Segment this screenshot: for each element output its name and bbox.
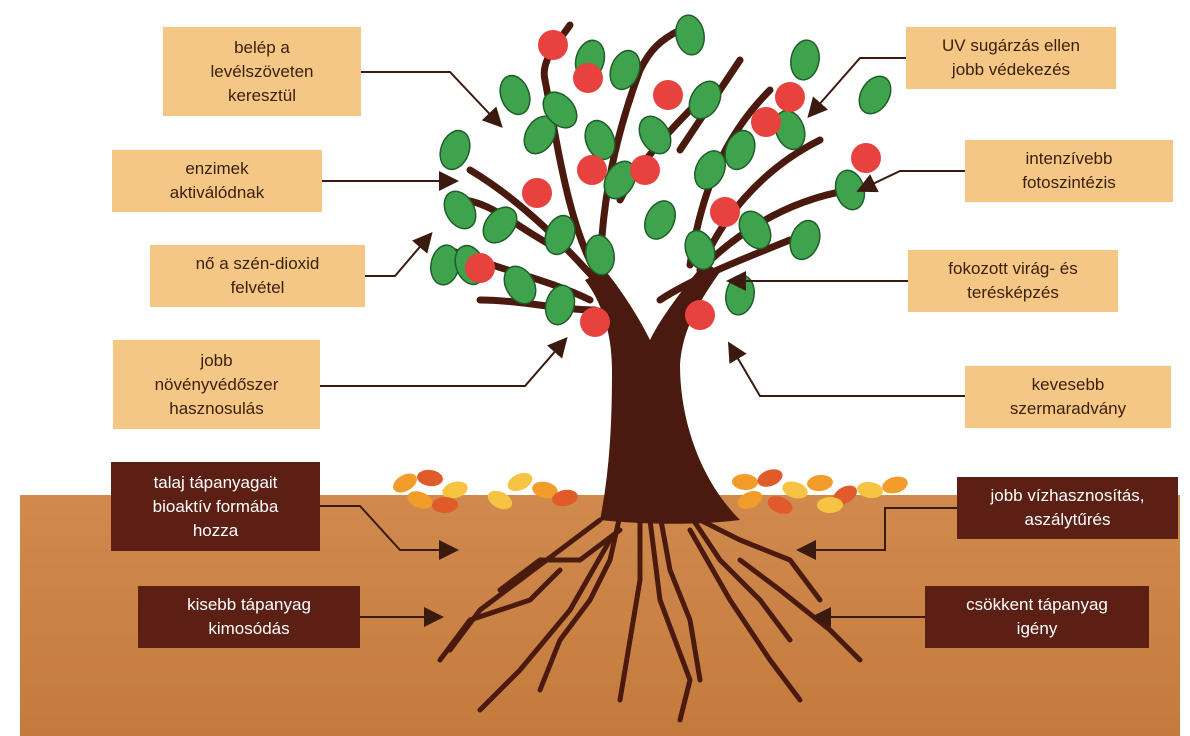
apple <box>685 300 715 330</box>
arrows <box>320 57 965 627</box>
leaf <box>638 115 672 155</box>
arrow <box>856 170 965 193</box>
apple <box>577 155 607 185</box>
leaf <box>584 119 616 161</box>
arrow <box>807 57 906 119</box>
apple <box>653 80 683 110</box>
trunk <box>585 262 740 524</box>
leaf <box>790 39 820 81</box>
arrow <box>365 231 433 277</box>
leaf <box>544 214 576 256</box>
leaf <box>738 210 772 250</box>
label-pesticide: jobb növényvédőszer hasznosulás <box>113 340 320 429</box>
leaf <box>503 265 537 305</box>
fallen-leaf <box>532 481 558 499</box>
leaf <box>694 150 726 190</box>
leaf <box>609 49 641 91</box>
fallen-leaf <box>732 473 758 491</box>
root <box>687 512 793 643</box>
branch <box>656 236 794 304</box>
label-residue: kevesebb szermaradvány <box>965 366 1171 428</box>
leaf <box>858 75 892 115</box>
root <box>477 537 613 713</box>
arrow <box>320 336 568 387</box>
fallen-leaf <box>417 469 443 487</box>
label-leaf-tissue: belép a levélszöveten keresztül <box>163 27 361 116</box>
fallen-leaf <box>552 489 578 507</box>
branch <box>636 26 684 74</box>
fallen-leaf <box>757 469 783 487</box>
label-photosynthesis: intenzívebb fotoszintézis <box>965 140 1173 202</box>
fallen-leaf <box>857 481 883 499</box>
fallen-leaf <box>807 474 833 492</box>
leaf <box>774 109 806 151</box>
fallen-leaf <box>432 496 458 514</box>
leaf <box>725 274 755 316</box>
apple <box>573 63 603 93</box>
label-nutrient-need: csökkent tápanyag igény <box>925 586 1149 648</box>
root <box>697 517 823 603</box>
leaf <box>585 234 615 276</box>
label-enzymes: enzimek aktiválódnak <box>112 150 322 212</box>
leaf <box>542 91 578 129</box>
label-uv: UV sugárzás ellen jobb védekezés <box>906 27 1116 89</box>
roots <box>437 512 863 723</box>
fallen-leaf <box>407 491 433 509</box>
apple <box>751 107 781 137</box>
apple <box>630 155 660 185</box>
root <box>537 512 623 693</box>
apple <box>851 143 881 173</box>
leaf <box>544 284 576 326</box>
fallen-leaf <box>782 481 808 499</box>
leaf <box>684 229 716 271</box>
fallen-leaf <box>737 490 763 510</box>
fallen-leaf <box>817 496 843 514</box>
label-water: jobb vízhasznosítás, aszálytűrés <box>957 477 1178 539</box>
apple <box>465 253 495 283</box>
root <box>617 517 643 703</box>
label-bioactive: talaj tápanyagait bioaktív formába hozza <box>111 462 320 551</box>
leaf <box>443 190 477 230</box>
branch <box>466 166 604 289</box>
arrow <box>796 507 957 560</box>
arrow <box>727 341 965 397</box>
root <box>687 527 803 703</box>
label-co2: nő a szén-dioxid felvétel <box>150 245 365 307</box>
branch <box>476 296 599 314</box>
apples <box>465 30 881 337</box>
leaf <box>724 129 756 171</box>
fallen-leaf <box>487 490 513 510</box>
arrow <box>320 505 459 560</box>
arrow <box>361 71 503 128</box>
root <box>737 557 863 663</box>
fallen-leaf <box>442 481 468 499</box>
fallen-leaves <box>393 469 908 514</box>
root <box>647 517 693 723</box>
leaf <box>675 14 705 56</box>
leaf <box>644 200 676 240</box>
leaf <box>789 219 821 261</box>
root <box>657 512 703 683</box>
fallen-leaf <box>393 473 417 493</box>
leaf <box>688 80 722 120</box>
apple <box>580 307 610 337</box>
apple <box>710 197 740 227</box>
fallen-leaf <box>767 496 793 514</box>
leaf <box>603 160 637 200</box>
apple <box>538 30 568 60</box>
leaf <box>499 74 531 116</box>
label-flowering: fokozott virág- és terésképzés <box>908 250 1118 312</box>
fallen-leaf <box>882 476 908 494</box>
apple <box>522 178 552 208</box>
leaf <box>834 169 866 211</box>
root <box>497 527 623 593</box>
fallen-leaf <box>507 472 533 492</box>
leaf <box>482 206 518 244</box>
root <box>437 567 563 663</box>
label-leaching: kisebb tápanyag kimosódás <box>138 586 360 648</box>
leaf <box>439 129 471 171</box>
apple <box>775 82 805 112</box>
